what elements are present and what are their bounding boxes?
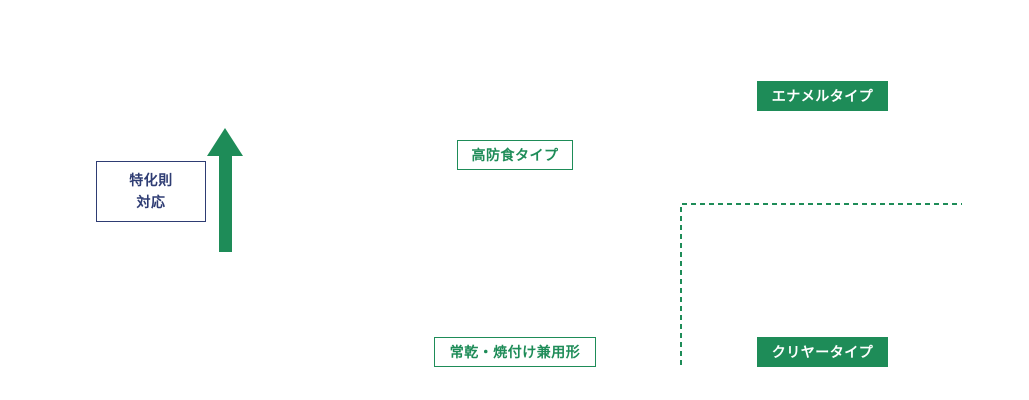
- high-corrosion-type-label: 高防食タイプ: [457, 140, 573, 170]
- regulation-label-line2: 対応: [136, 194, 166, 211]
- arrow-up-icon: [207, 128, 243, 252]
- regulation-label-line1: 特化則: [129, 172, 173, 189]
- enamel-type-label: エナメルタイプ: [757, 81, 888, 111]
- normal-baking-type-label: 常乾・焼付け兼用形: [434, 337, 596, 367]
- regulation-label-box: 特化則 対応: [96, 161, 206, 222]
- clear-type-label: クリヤータイプ: [757, 337, 888, 367]
